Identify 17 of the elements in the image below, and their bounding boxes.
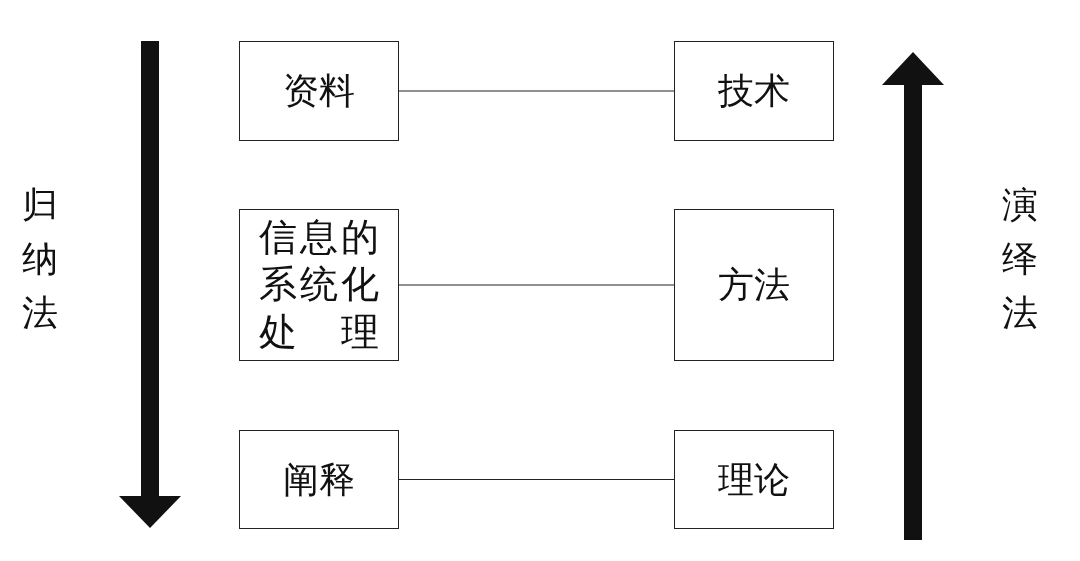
box-label: 方法: [718, 263, 790, 307]
text-box: [239, 209, 399, 361]
text-box: [239, 430, 399, 529]
box-label: 资料: [283, 69, 355, 113]
text-box: [674, 41, 834, 141]
box-label: 信息的系统化处理: [259, 213, 379, 356]
text-box: [674, 430, 834, 529]
method-label: 归纳法: [22, 183, 58, 335]
connector-line: [398, 90, 675, 92]
box-label: 理论: [718, 457, 790, 502]
connector-line: [398, 478, 675, 481]
box-label: 技术: [718, 69, 790, 113]
box-label: 阐释: [283, 457, 355, 502]
text-box: [239, 41, 399, 141]
method-label: 演绎法: [1002, 183, 1038, 335]
text-box: [674, 209, 834, 361]
connector-line: [398, 284, 675, 286]
